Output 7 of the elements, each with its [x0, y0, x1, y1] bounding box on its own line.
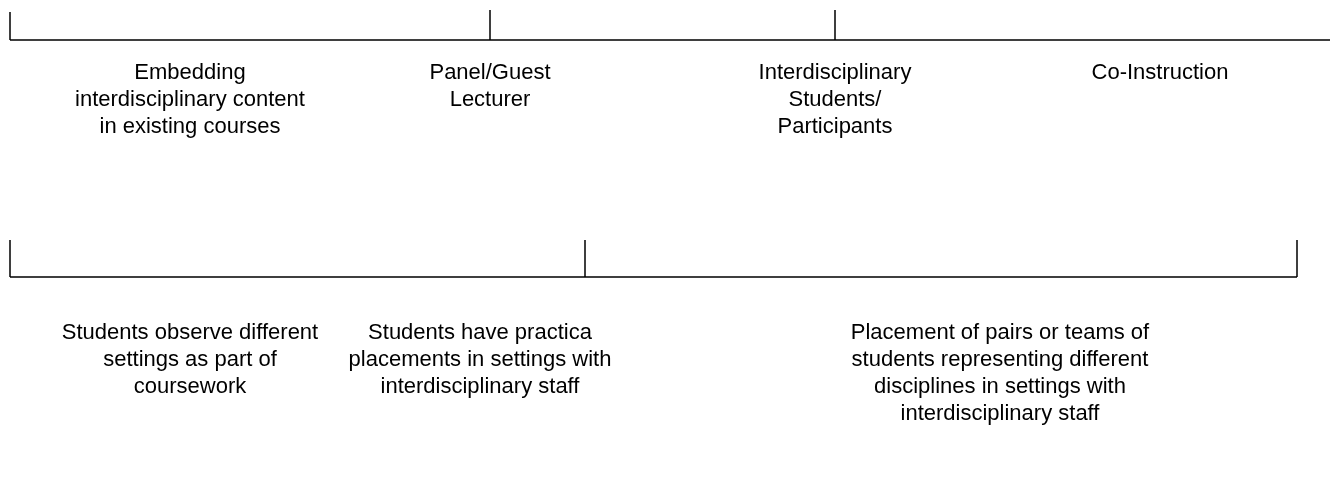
category-label: Placement of pairs or teams of students representing different disciplines in settings with interdisciplinary staff	[850, 318, 1150, 426]
category-label: Embedding interdisciplinary content in existing courses	[74, 58, 306, 139]
category-label: Students observe different settings as part of coursework	[60, 318, 320, 399]
category-label: Interdisciplinary Students/ Participants	[757, 58, 913, 139]
category-label: Panel/Guest Lecturer	[428, 58, 552, 112]
category-label: Students have practica placements in settings with interdisciplinary staff	[347, 318, 613, 399]
category-label: Co-Instruction	[1090, 58, 1230, 85]
